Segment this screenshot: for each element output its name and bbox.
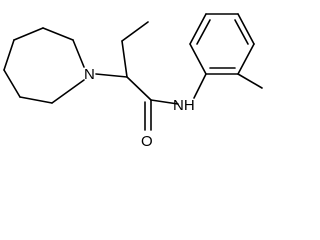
carbonyl-oxygen-label: O [141,133,153,150]
chemical-structure-diagram: N NH O [3,13,263,150]
ring-bond [42,27,74,41]
ring-bond [72,39,85,68]
alpha-to-carbonyl-bond [126,76,152,101]
ring-bond [13,27,44,41]
ring-nitrogen-label: N [84,66,95,83]
azepane-ring [3,27,85,104]
n-to-alpha-carbon-bond [95,73,128,78]
aryl-double-bond [234,19,249,45]
nh-to-aryl-bond [193,73,207,99]
carbonyl-to-nh-bond [150,99,179,105]
aryl-ring-bond [237,13,255,45]
aryl-ring-bond [189,13,207,45]
ring-bond [51,79,85,104]
aryl-ring-bond [237,43,255,75]
ring-bond [3,39,15,71]
tolyl-ring [189,13,263,99]
aryl-ring-bond [189,43,207,75]
amide-nh-label: NH [173,97,195,114]
ring-bond [3,69,21,98]
alpha-to-methylene-bond [121,40,128,78]
methylene-to-methyl-bond [121,21,149,42]
methyl-substituent-bond [237,73,263,89]
ring-bond [19,96,53,104]
butanamide-chain [95,21,179,131]
aryl-double-bond [196,19,211,45]
